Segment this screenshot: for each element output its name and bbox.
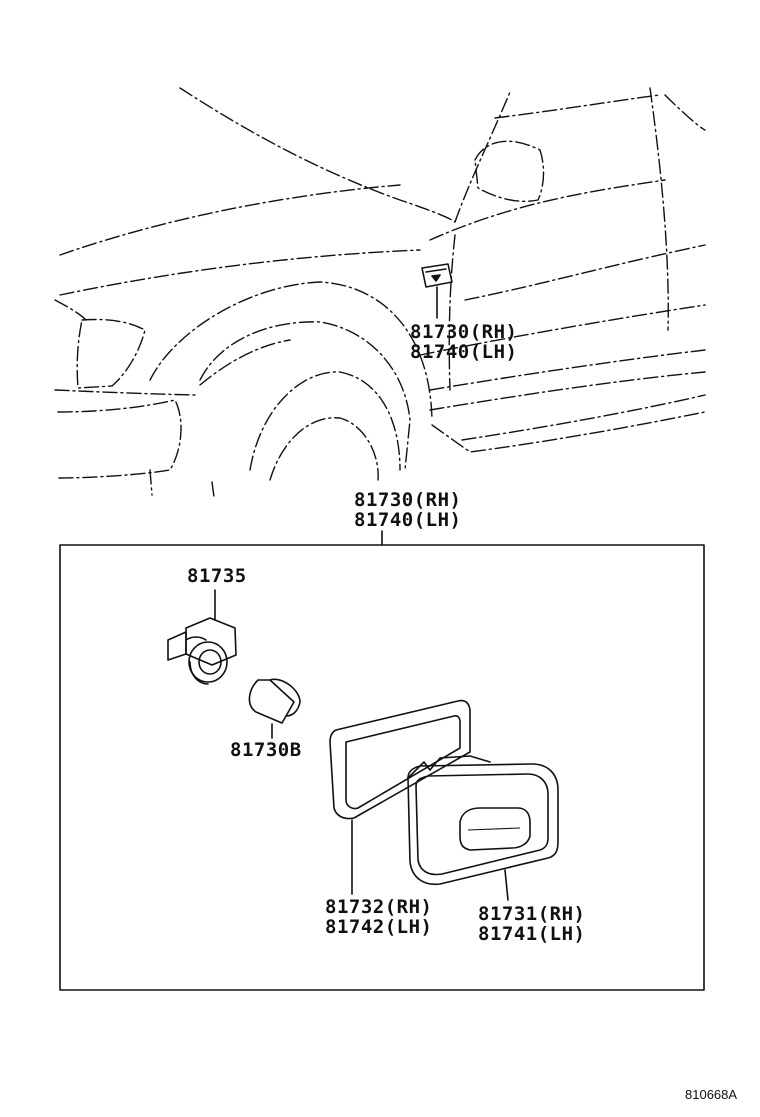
box-label-rh: 81730(RH) (354, 489, 462, 511)
bulb-part (248, 678, 301, 739)
lens-label-lh: 81741(LH) (478, 923, 586, 945)
socket-label: 81735 (187, 565, 247, 587)
socket-part (167, 589, 237, 685)
top-label-lh: 81740(LH) (410, 341, 518, 363)
vehicle-outline (54, 87, 706, 498)
lens-label-rh: 81731(RH) (478, 903, 586, 925)
bulb-label: 81730B (230, 739, 302, 761)
installed-marker-lamp (421, 263, 453, 288)
gasket-label-rh: 81732(RH) (325, 896, 433, 918)
lens-part (407, 755, 559, 901)
figure-id: 810668A (685, 1087, 738, 1102)
gasket-label-lh: 81742(LH) (325, 916, 433, 938)
gasket-part (329, 699, 471, 895)
box-label-lh: 81740(LH) (354, 509, 462, 531)
top-label-rh: 81730(RH) (410, 321, 518, 343)
